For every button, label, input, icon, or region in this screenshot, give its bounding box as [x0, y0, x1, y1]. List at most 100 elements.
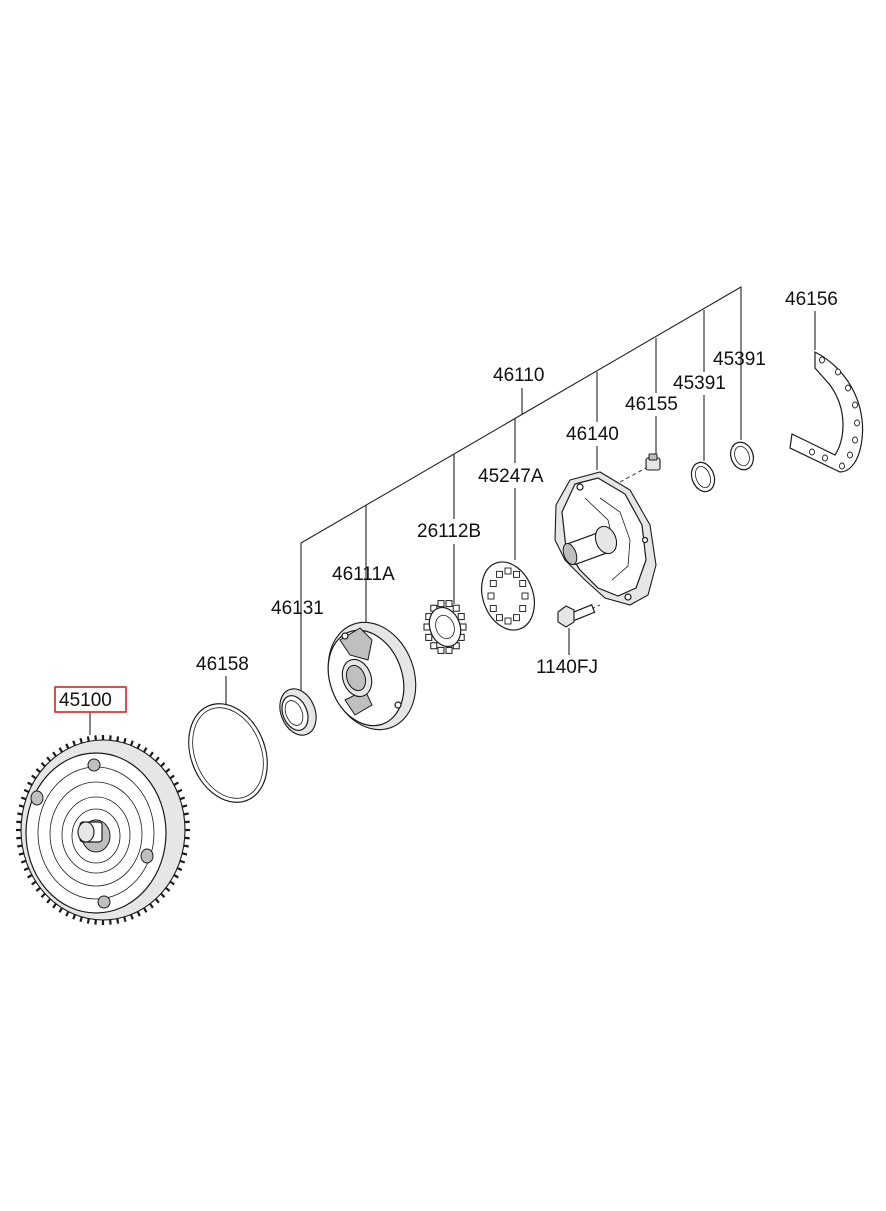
gasket-hole	[847, 451, 853, 459]
gear-tooth	[183, 812, 189, 816]
gear-tooth	[437, 600, 445, 608]
gear-tooth	[116, 736, 120, 742]
gear-tooth	[154, 898, 160, 904]
gear-tooth	[35, 887, 41, 892]
gear-tooth	[136, 911, 141, 917]
part-labels: 45100 46158 46131 46111A 26112B 45247A 4…	[54, 289, 838, 713]
gear-tooth	[18, 804, 25, 808]
gear-tooth	[58, 747, 63, 753]
gear-tooth	[40, 892, 46, 898]
gear-tooth	[183, 844, 189, 848]
gear-tooth	[165, 768, 171, 773]
torque-converter-45100[interactable]	[16, 735, 190, 925]
gear-tooth	[149, 903, 154, 909]
label-46140[interactable]: 46140	[566, 424, 619, 445]
ring-gear-teeth	[16, 735, 190, 925]
gear-tooth	[65, 911, 70, 917]
gear-tooth	[160, 892, 166, 898]
highlight-box	[54, 686, 127, 713]
leader-lines	[89, 286, 816, 735]
label-45391-a[interactable]: 45391	[673, 373, 726, 394]
gasket-46156[interactable]	[789, 351, 864, 473]
gear-tooth	[79, 737, 83, 744]
gear-tooth	[149, 751, 154, 757]
seal-ring-45391-b[interactable]	[727, 439, 757, 473]
gear-tooth	[40, 762, 46, 768]
gear-tooth	[58, 907, 63, 913]
gear-tooth	[116, 918, 120, 924]
gear-tooth	[181, 852, 188, 856]
gear-notch	[521, 592, 529, 600]
gear-tooth	[176, 867, 183, 872]
gear-tooth	[46, 898, 52, 904]
gear-notch	[489, 580, 497, 587]
gasket-hole	[852, 436, 858, 444]
gear-tooth	[169, 880, 175, 886]
label-1140FJ[interactable]: 1140FJ	[536, 657, 598, 678]
oil-seal-46131[interactable]	[273, 683, 323, 740]
gear-tooth	[452, 604, 460, 612]
gear-tooth	[79, 916, 83, 923]
plug-46155[interactable]	[645, 453, 661, 471]
gear-tooth	[143, 747, 148, 753]
bolt-1140FJ[interactable]	[557, 604, 596, 628]
label-45247A[interactable]: 45247A	[478, 466, 544, 487]
gear-tooth	[173, 781, 179, 786]
label-45100[interactable]: 45100	[59, 690, 112, 711]
gear-notch	[496, 614, 503, 622]
seal-ring-45391-a[interactable]	[688, 459, 719, 495]
label-45391-b[interactable]: 45391	[713, 349, 766, 370]
gear-tooth	[130, 740, 134, 746]
gear-tooth	[179, 859, 186, 864]
gear-tooth	[27, 874, 33, 879]
pump-housing-46111A[interactable]	[314, 610, 431, 742]
label-46111A[interactable]: 46111A	[332, 564, 395, 585]
outer-gear-45247A[interactable]	[473, 555, 544, 638]
label-46110[interactable]: 46110	[493, 365, 544, 386]
gear-tooth	[17, 812, 23, 816]
gear-tooth	[123, 737, 127, 744]
gear-notch	[519, 605, 527, 612]
gear-notch	[504, 567, 512, 575]
gear-tooth	[27, 781, 33, 786]
gasket-hole	[809, 448, 815, 456]
gear-tooth	[136, 743, 141, 749]
gear-tooth	[52, 751, 57, 757]
gasket-hole	[839, 462, 845, 470]
gear-tooth	[31, 880, 37, 886]
gear-tooth	[18, 852, 25, 856]
gear-tooth	[457, 613, 465, 621]
gear-tooth	[17, 844, 23, 848]
o-ring-46158[interactable]	[175, 692, 282, 814]
gear-tooth	[154, 756, 160, 762]
gasket-hole	[835, 368, 841, 376]
gear-notch	[496, 570, 503, 578]
gear-tooth	[173, 874, 179, 879]
gear-tooth	[143, 907, 148, 913]
gasket-hole	[852, 401, 858, 409]
gear-tooth	[52, 903, 57, 909]
pump-cover-46140[interactable]	[554, 471, 657, 606]
gear-tooth	[46, 756, 52, 762]
gear-tooth	[179, 796, 186, 801]
inner-gear-26112B[interactable]	[423, 600, 467, 654]
gear-tooth	[86, 918, 90, 924]
gear-tooth	[445, 600, 453, 608]
label-46158[interactable]: 46158	[196, 654, 249, 675]
gear-tooth	[437, 646, 445, 654]
gear-tooth	[23, 867, 30, 872]
gear-tooth	[130, 914, 134, 920]
gear-tooth	[425, 633, 433, 641]
label-46131[interactable]: 46131	[271, 598, 324, 619]
gear-tooth	[123, 916, 127, 923]
gear-tooth	[176, 788, 183, 793]
gear-tooth	[181, 804, 188, 808]
gear-tooth	[35, 768, 41, 773]
gasket-hole	[822, 454, 828, 462]
gear-tooth	[31, 774, 37, 780]
label-46155[interactable]: 46155	[625, 394, 678, 415]
gear-tooth	[160, 762, 166, 768]
label-46156[interactable]: 46156	[785, 289, 838, 310]
label-26112B[interactable]: 26112B	[417, 521, 481, 542]
